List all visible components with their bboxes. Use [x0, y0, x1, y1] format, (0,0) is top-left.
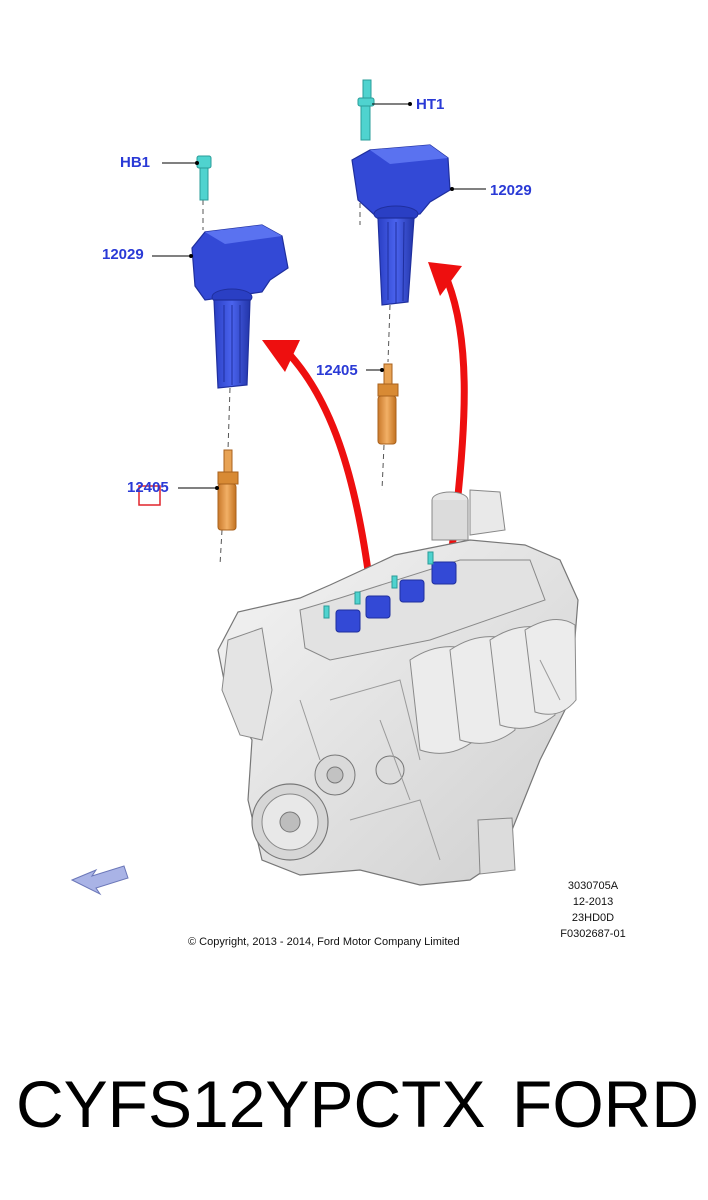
right-ignition-assembly [351, 79, 486, 491]
highlight-box [138, 485, 161, 506]
red-arrow-left [287, 352, 374, 586]
callout-ht1: HT1 [416, 96, 445, 113]
diagram-code-2: 12-2013 [572, 896, 614, 908]
callout-coil-left: 12029 [102, 246, 144, 263]
copyright-notice: © Copyright, 2013 - 2014, Ford Motor Com… [188, 936, 460, 948]
callout-coil-right: 12029 [490, 182, 532, 199]
spark-plug-left-icon [217, 449, 239, 531]
bolt-hb1-icon [196, 155, 212, 201]
brand-caption: FORD [512, 1067, 699, 1141]
diagram-code-4: F0302687-01 [560, 928, 626, 940]
ignition-coil-left-icon [191, 224, 289, 389]
view-direction-arrow-icon [70, 865, 129, 896]
diagram-code-1: 3030705A [567, 880, 619, 892]
left-ignition-assembly [138, 155, 289, 566]
spark-plug-right-icon [377, 363, 399, 445]
diagram-code-block: 3030705A 12-2013 23HD0D F0302687-01 [553, 878, 633, 942]
callout-plug-left: 12405 [127, 479, 169, 496]
callout-hb1: HB1 [120, 154, 151, 171]
ignition-diagram [70, 79, 579, 896]
diagram-code-3: 23HD0D [571, 912, 615, 924]
callout-plug-right: 12405 [316, 362, 358, 379]
part-number-caption: CYFS12YPCTX [16, 1067, 486, 1141]
engine-illustration [217, 489, 579, 886]
bolt-ht1-icon [357, 79, 375, 141]
ignition-coil-right-icon [351, 144, 451, 306]
